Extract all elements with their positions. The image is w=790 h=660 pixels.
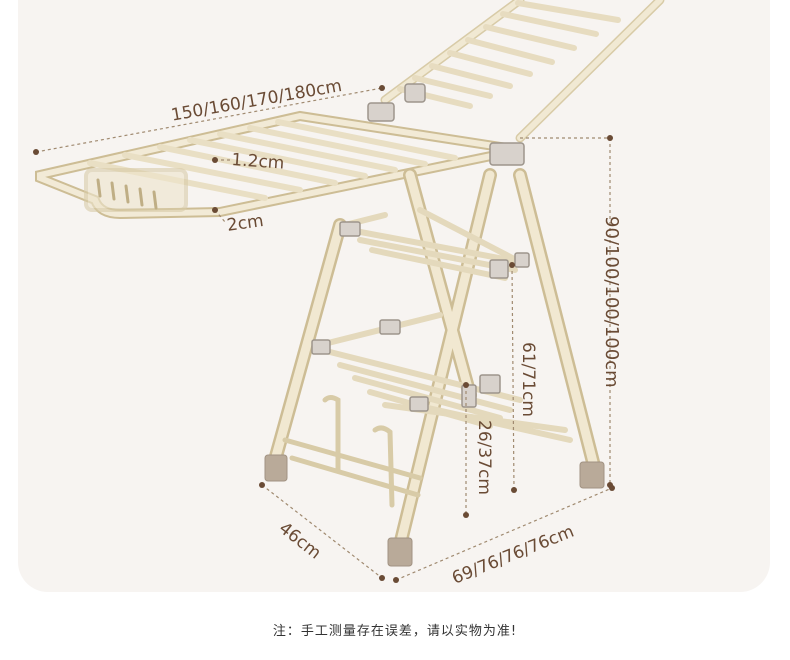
tube-small-label: 1.2cm [230, 150, 285, 174]
end-holder-slots [96, 178, 158, 210]
feet [264, 454, 605, 567]
end-holder [84, 168, 188, 212]
rack-legs-highlight [270, 170, 600, 550]
joints [311, 83, 530, 412]
dimension-lines [35, 87, 613, 581]
rear-wing-slats [397, 0, 621, 109]
drying-rack-illustration [33, 0, 665, 583]
height-label: 90/100/100/100cm [601, 216, 622, 388]
mid-height-label: 61/71cm [518, 342, 538, 417]
disclaimer-note: 注：手工测量存在误差，请以实物为准! [272, 624, 518, 639]
low-height-label: 26/37cm [474, 420, 494, 495]
dimension-points [33, 85, 615, 583]
shoe-hooks [282, 395, 423, 508]
middle-shelf [342, 207, 523, 281]
rack-legs [268, 168, 602, 552]
tube-large-label: 2cm [225, 210, 265, 236]
